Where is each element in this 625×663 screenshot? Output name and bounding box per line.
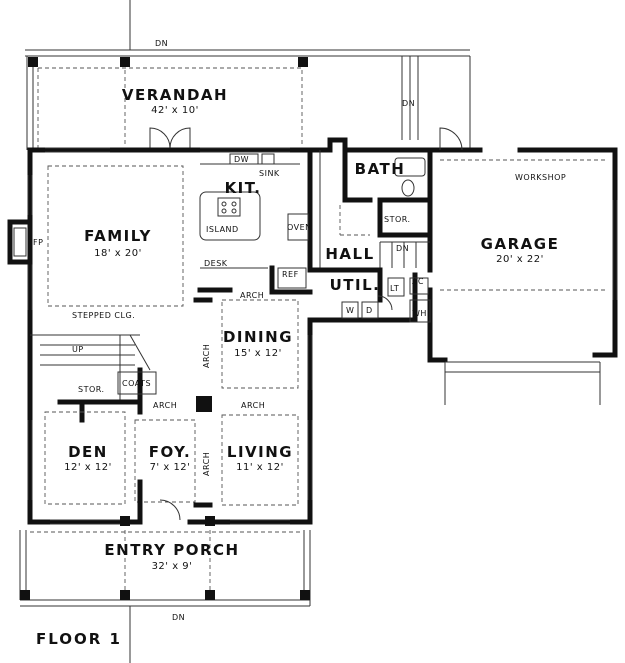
label-fp: FP xyxy=(33,238,43,247)
room-dims-family: 18' x 20' xyxy=(94,248,142,259)
label-dw: DW xyxy=(234,155,249,164)
room-dims-garage: 20' x 22' xyxy=(496,254,544,265)
label-ref: REF xyxy=(282,270,299,279)
den-ceiling xyxy=(44,411,126,505)
foyer-ceiling xyxy=(134,419,196,503)
label-stepped-clg: STEPPED CLG. xyxy=(72,311,135,320)
stepped-ceiling-outline xyxy=(47,165,184,307)
label-dn-top: DN xyxy=(155,39,168,48)
label-wh: WH xyxy=(412,309,427,318)
room-dims-dining: 15' x 12' xyxy=(234,348,282,359)
label-desk: DESK xyxy=(204,259,228,268)
label-d: D xyxy=(366,306,373,315)
label-w: W xyxy=(346,306,354,315)
verandah-post xyxy=(298,57,308,67)
label-arch-living: ARCH xyxy=(241,401,265,410)
label-up: UP xyxy=(72,345,84,354)
garage xyxy=(439,127,608,405)
room-name-verandah: Verandah xyxy=(122,86,228,104)
label-stor-stair: STOR. xyxy=(78,385,105,394)
label-stor-bath: STOR. xyxy=(384,215,411,224)
room-name-den: Den xyxy=(68,443,108,461)
windows xyxy=(27,147,618,525)
label-workshop: WORKSHOP xyxy=(515,173,566,182)
porch-post xyxy=(300,590,310,600)
fireplace xyxy=(7,219,33,265)
label-dn-verandah: DN xyxy=(402,99,415,108)
label-lt: LT xyxy=(390,284,399,293)
room-name-util: Util. xyxy=(330,276,381,294)
room-dims-living: 11' x 12' xyxy=(236,462,284,473)
entry-porch xyxy=(19,516,311,663)
label-ac: AC xyxy=(412,277,424,286)
room-name-family: Family xyxy=(84,227,152,245)
porch-post xyxy=(205,590,215,600)
bath-hall-block xyxy=(307,147,433,303)
label-sink: SINK xyxy=(259,169,280,178)
kitchen-island xyxy=(199,191,261,241)
room-dims-den: 12' x 12' xyxy=(64,462,112,473)
verandah-post xyxy=(120,57,130,67)
room-name-foyer: Foy. xyxy=(149,443,192,461)
porch-post xyxy=(205,516,215,526)
center-column xyxy=(196,396,212,412)
kitchen-fixtures xyxy=(197,153,313,295)
porch-post xyxy=(20,590,30,600)
verandah-post xyxy=(28,57,38,67)
room-name-bath: Bath xyxy=(355,160,406,178)
label-arch-left-dining: ARCH xyxy=(202,344,211,368)
living-ceiling xyxy=(221,414,299,506)
label-arch-foyer-living: ARCH xyxy=(202,452,211,476)
room-name-entry-porch: Entry Porch xyxy=(104,541,239,559)
room-name-hall: Hall xyxy=(325,245,374,263)
utility-room xyxy=(341,277,431,323)
label-oven: OVEN xyxy=(287,223,312,232)
porch-post xyxy=(120,590,130,600)
stair-den-foyer xyxy=(30,334,196,525)
verandah-structure xyxy=(25,0,471,150)
label-arch-dining-top: ARCH xyxy=(240,291,264,300)
room-name-living: Living xyxy=(227,443,293,461)
room-name-dining: Dining xyxy=(223,328,293,346)
room-dims-entry-porch: 32' x 9' xyxy=(152,561,193,572)
label-arch-foyer: ARCH xyxy=(153,401,177,410)
label-coats: COATS xyxy=(122,379,151,388)
floor-label: Floor 1 xyxy=(36,630,122,648)
room-name-garage: Garage xyxy=(481,235,560,253)
dining-ceiling xyxy=(221,299,299,389)
room-dims-verandah: 42' x 10' xyxy=(151,105,199,116)
label-dn-bottom: DN xyxy=(172,613,185,622)
porch-post xyxy=(120,516,130,526)
room-dims-foyer: 7' x 12' xyxy=(150,462,191,473)
exterior-walls xyxy=(27,137,618,525)
label-dn-hall: DN xyxy=(396,244,409,253)
label-island: ISLAND xyxy=(206,225,239,234)
room-name-kitchen: Kit. xyxy=(225,179,262,197)
